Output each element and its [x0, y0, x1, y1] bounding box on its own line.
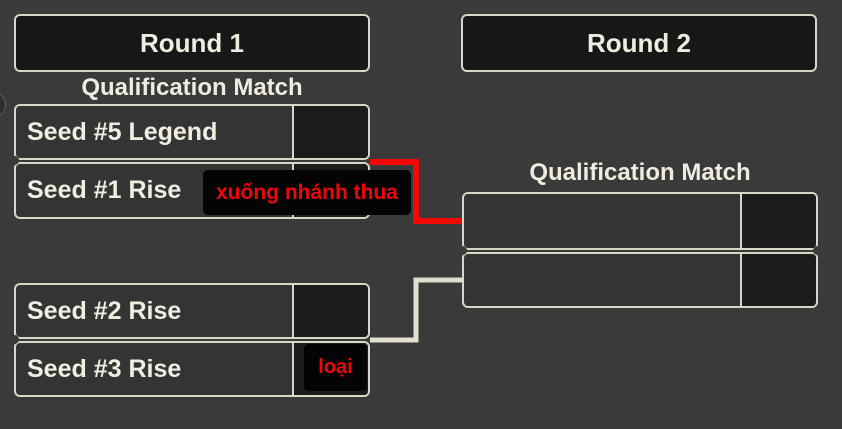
match-3-player-1-score-cell[interactable] [740, 194, 816, 248]
anchor-notch-match-2-left [10, 335, 19, 344]
anchor-notch-match-3-left [458, 246, 467, 255]
match-3-player-1-name [464, 194, 740, 248]
match-2-player-1-score-cell[interactable] [292, 285, 368, 337]
round-1-label: Round 1 [140, 27, 244, 58]
match-3-player-2-name [464, 254, 740, 306]
match-1-player-1-slot[interactable]: Seed #5 Legend [14, 104, 370, 160]
anchor-notch-match-1-left [10, 156, 19, 165]
tooltip-loser-drop: xuống nhánh thua [203, 170, 411, 215]
round-1-header: Round 1 [14, 14, 370, 72]
tooltip-eliminated-text: loại [318, 356, 353, 378]
match-3-player-1-slot[interactable] [462, 192, 818, 250]
match-3-player-2-slot[interactable] [462, 252, 818, 308]
anchor-notch-match-3-right [813, 246, 822, 255]
winner-advance-connector [370, 277, 462, 343]
match-2-player-1-slot[interactable]: Seed #2 Rise [14, 283, 370, 339]
edge-scroll-dot [0, 92, 6, 118]
tooltip-eliminated: loại [304, 344, 367, 391]
match-3-player-2-score-cell[interactable] [740, 254, 816, 306]
match-2-player-2-name: Seed #3 Rise [27, 354, 182, 383]
match-2-player-1-name: Seed #2 Rise [27, 296, 182, 325]
match-1-title: Qualification Match [81, 74, 303, 101]
round-2-label: Round 2 [587, 27, 691, 58]
tooltip-loser-drop-text: xuống nhánh thua [216, 180, 398, 204]
match-1-player-2-name: Seed #1 Rise [27, 176, 182, 204]
match-1-player-1-name: Seed #5 Legend [27, 117, 218, 146]
match-1-player-1-score-cell[interactable] [292, 106, 368, 158]
match-3-title: Qualification Match [529, 159, 751, 186]
round-2-header: Round 2 [461, 14, 817, 72]
